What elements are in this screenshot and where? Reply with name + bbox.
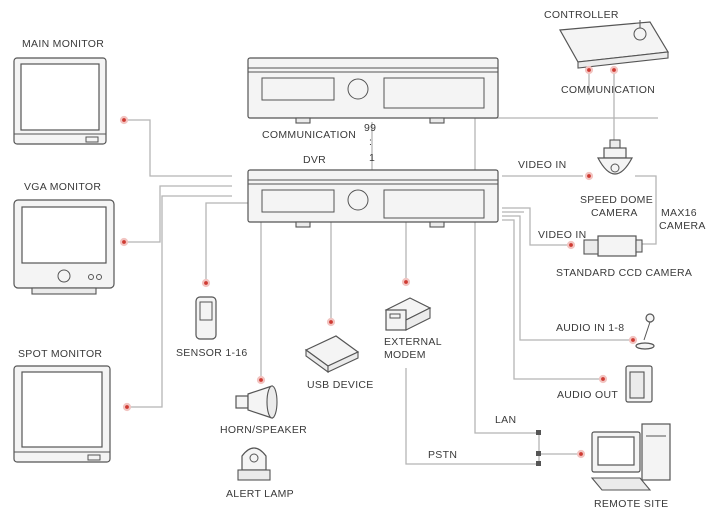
diagram-labels: MAIN MONITOR VGA MONITOR SPOT MONITOR CO… — [18, 9, 706, 510]
label-dvr: DVR — [303, 154, 326, 166]
ccd-camera-icon — [583, 235, 643, 257]
label-pstn: PSTN — [428, 449, 457, 461]
dvr-icon — [247, 169, 499, 228]
label-chain-dots: : — [369, 136, 372, 148]
spot-monitor-icon — [13, 365, 111, 463]
label-controller: CONTROLLER — [544, 9, 619, 21]
label-video-in-bottom: VIDEO IN — [538, 229, 587, 241]
main-monitor-icon — [13, 57, 107, 145]
usb-device-icon — [304, 335, 360, 374]
label-spot-monitor: SPOT MONITOR — [18, 348, 102, 360]
label-max16-1: MAX16 — [661, 207, 697, 219]
label-speed-dome-2: CAMERA — [591, 207, 638, 219]
alert-lamp-icon — [237, 447, 271, 481]
label-lan: LAN — [495, 414, 516, 426]
label-sensor: SENSOR 1-16 — [176, 347, 248, 359]
vga-monitor-icon — [13, 199, 115, 295]
label-remote-site: REMOTE SITE — [594, 498, 668, 510]
label-chain-bottom: 1 — [369, 152, 375, 164]
horn-icon — [235, 385, 278, 419]
connector-dots — [119, 65, 638, 466]
label-vga-monitor: VGA MONITOR — [24, 181, 101, 193]
dvr-top-icon — [247, 57, 499, 124]
label-external-modem-2: MODEM — [384, 349, 426, 361]
label-standard-ccd: STANDARD CCD CAMERA — [556, 267, 692, 279]
computer-icon — [590, 423, 671, 491]
label-communication-top: COMMUNICATION — [561, 84, 655, 96]
keyboard-controller-icon — [559, 20, 669, 69]
label-audio-in: AUDIO IN 1-8 — [556, 322, 624, 334]
label-horn-speaker: HORN/SPEAKER — [220, 424, 307, 436]
label-audio-out: AUDIO OUT — [557, 389, 618, 401]
label-external-modem-1: EXTERNAL — [384, 336, 442, 348]
microphone-icon — [635, 313, 655, 350]
label-video-in-top: VIDEO IN — [518, 159, 567, 171]
label-max16-2: CAMERA — [659, 220, 706, 232]
modem-icon — [384, 297, 432, 331]
sensor-icon — [195, 296, 217, 340]
speaker-icon — [625, 365, 653, 403]
speed-dome-camera-icon — [597, 139, 633, 175]
label-communication-left: COMMUNICATION — [262, 129, 356, 141]
label-usb-device: USB DEVICE — [307, 379, 374, 391]
label-alert-lamp: ALERT LAMP — [226, 488, 294, 500]
label-speed-dome-1: SPEED DOME — [580, 194, 653, 206]
label-main-monitor: MAIN MONITOR — [22, 38, 104, 50]
label-chain-top: 99 — [364, 122, 376, 134]
